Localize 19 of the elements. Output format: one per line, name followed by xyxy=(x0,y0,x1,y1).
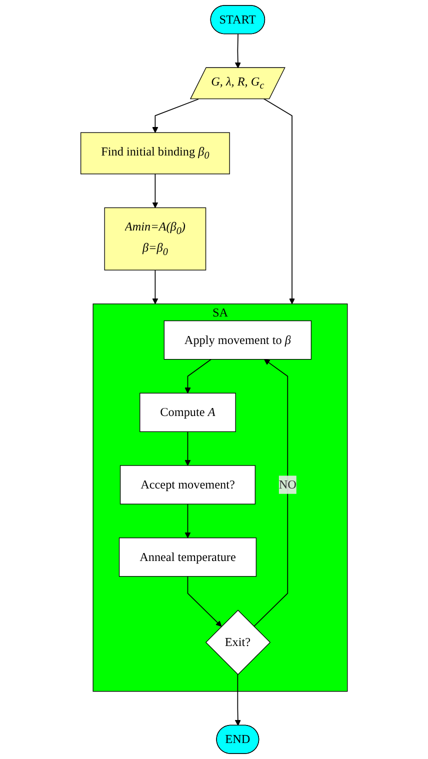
arrow xyxy=(187,576,222,627)
node-box: Compute A xyxy=(139,392,236,432)
arrow xyxy=(253,359,288,627)
arrow xyxy=(184,358,212,394)
arrow xyxy=(152,173,158,208)
node-box: Apply movement to β xyxy=(164,320,312,360)
node-box: Amin=A(β$_{0}$) β=β$_{0}$ xyxy=(104,207,206,270)
arrow xyxy=(234,34,241,68)
arrow xyxy=(152,270,158,304)
node-box: Find initial binding β$_{0}$ xyxy=(80,132,230,174)
arrow xyxy=(234,674,241,726)
node-box: Anneal temperature xyxy=(118,538,256,577)
arrow xyxy=(263,98,295,304)
arrow xyxy=(152,98,199,133)
arrow xyxy=(184,504,191,538)
node-box: Accept movement? xyxy=(120,465,256,504)
edge-label: NO xyxy=(278,478,296,492)
node-diamond: Exit? xyxy=(205,610,271,675)
arrow xyxy=(184,431,191,466)
